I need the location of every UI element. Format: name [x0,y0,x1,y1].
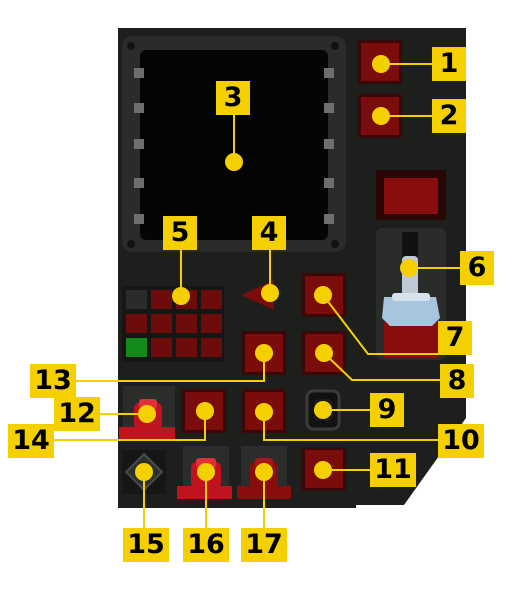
callout-4: 4 [252,216,286,250]
bezel-key-right-3[interactable] [324,139,334,149]
toggle-16-base [177,486,232,499]
callout-12: 12 [54,397,100,431]
leader-dot-9 [314,401,332,419]
leader-line-13 [76,353,265,382]
leader-dot-3 [225,153,243,171]
callout-16: 16 [183,528,229,562]
leader-dot-13 [255,344,273,362]
bezel-key-right-5[interactable] [324,214,334,224]
callout-6: 6 [460,251,494,285]
leader-dot-17 [255,463,273,481]
leader-dot-16 [197,463,215,481]
callout-2: 2 [432,99,466,133]
bezel-key-right-4[interactable] [324,178,334,188]
callout-3: 3 [216,81,250,115]
bezel-key-left-2[interactable] [134,103,144,113]
bezel-key-left-1[interactable] [134,68,144,78]
callout-7: 7 [438,321,472,355]
keypad-key[interactable] [151,290,172,309]
screw-icon [331,42,339,50]
leader-line-7 [322,294,438,355]
keypad-key[interactable] [176,314,197,333]
leader-dot-11 [314,461,332,479]
leader-dot-5 [172,287,190,305]
callout-9: 9 [370,393,404,427]
bezel-key-left-5[interactable] [134,214,144,224]
keypad-key[interactable] [151,314,172,333]
leader-dot-8 [315,344,333,362]
leader-dot-10 [255,403,273,421]
callout-13: 13 [30,364,76,398]
leader-dot-1 [372,55,390,73]
callout-15: 15 [123,528,169,562]
lever-handle[interactable] [382,297,440,326]
lever-housing-top-face [384,178,438,214]
keypad-key[interactable] [151,338,172,357]
bezel-key-right-1[interactable] [324,68,334,78]
screw-icon [331,240,339,248]
leader-dot-7 [314,286,332,304]
leader-dot-12 [138,405,156,423]
callout-17: 17 [241,528,287,562]
screw-icon [127,240,135,248]
keypad-key[interactable] [126,314,147,333]
keypad-key-green[interactable] [126,338,147,357]
callout-11: 11 [370,453,416,487]
leader-line-8 [323,352,440,381]
bezel-key-right-2[interactable] [324,103,334,113]
screw-icon [127,42,135,50]
leader-dot-4 [261,284,279,302]
leader-dot-14 [196,402,214,420]
keypad-key[interactable] [201,290,222,309]
leader-dot-15 [135,463,153,481]
keypad-key[interactable] [201,338,222,357]
callout-10: 10 [438,424,484,458]
leader-dot-2 [372,107,390,125]
keypad-key[interactable] [201,314,222,333]
keypad-key-dark[interactable] [126,290,147,309]
toggle-12-base [119,427,175,440]
bezel-key-left-4[interactable] [134,178,144,188]
keypad-key[interactable] [176,338,197,357]
lever-slot-bottom [384,322,438,358]
lever-handle-top [392,293,430,301]
bezel-key-left-3[interactable] [134,139,144,149]
callout-8: 8 [440,364,474,398]
leader-line-14 [54,411,206,441]
callout-1: 1 [432,47,466,81]
callout-5: 5 [163,216,197,250]
leader-line-10 [263,412,440,441]
leader-dot-6 [400,259,418,277]
callout-14: 14 [8,424,54,458]
